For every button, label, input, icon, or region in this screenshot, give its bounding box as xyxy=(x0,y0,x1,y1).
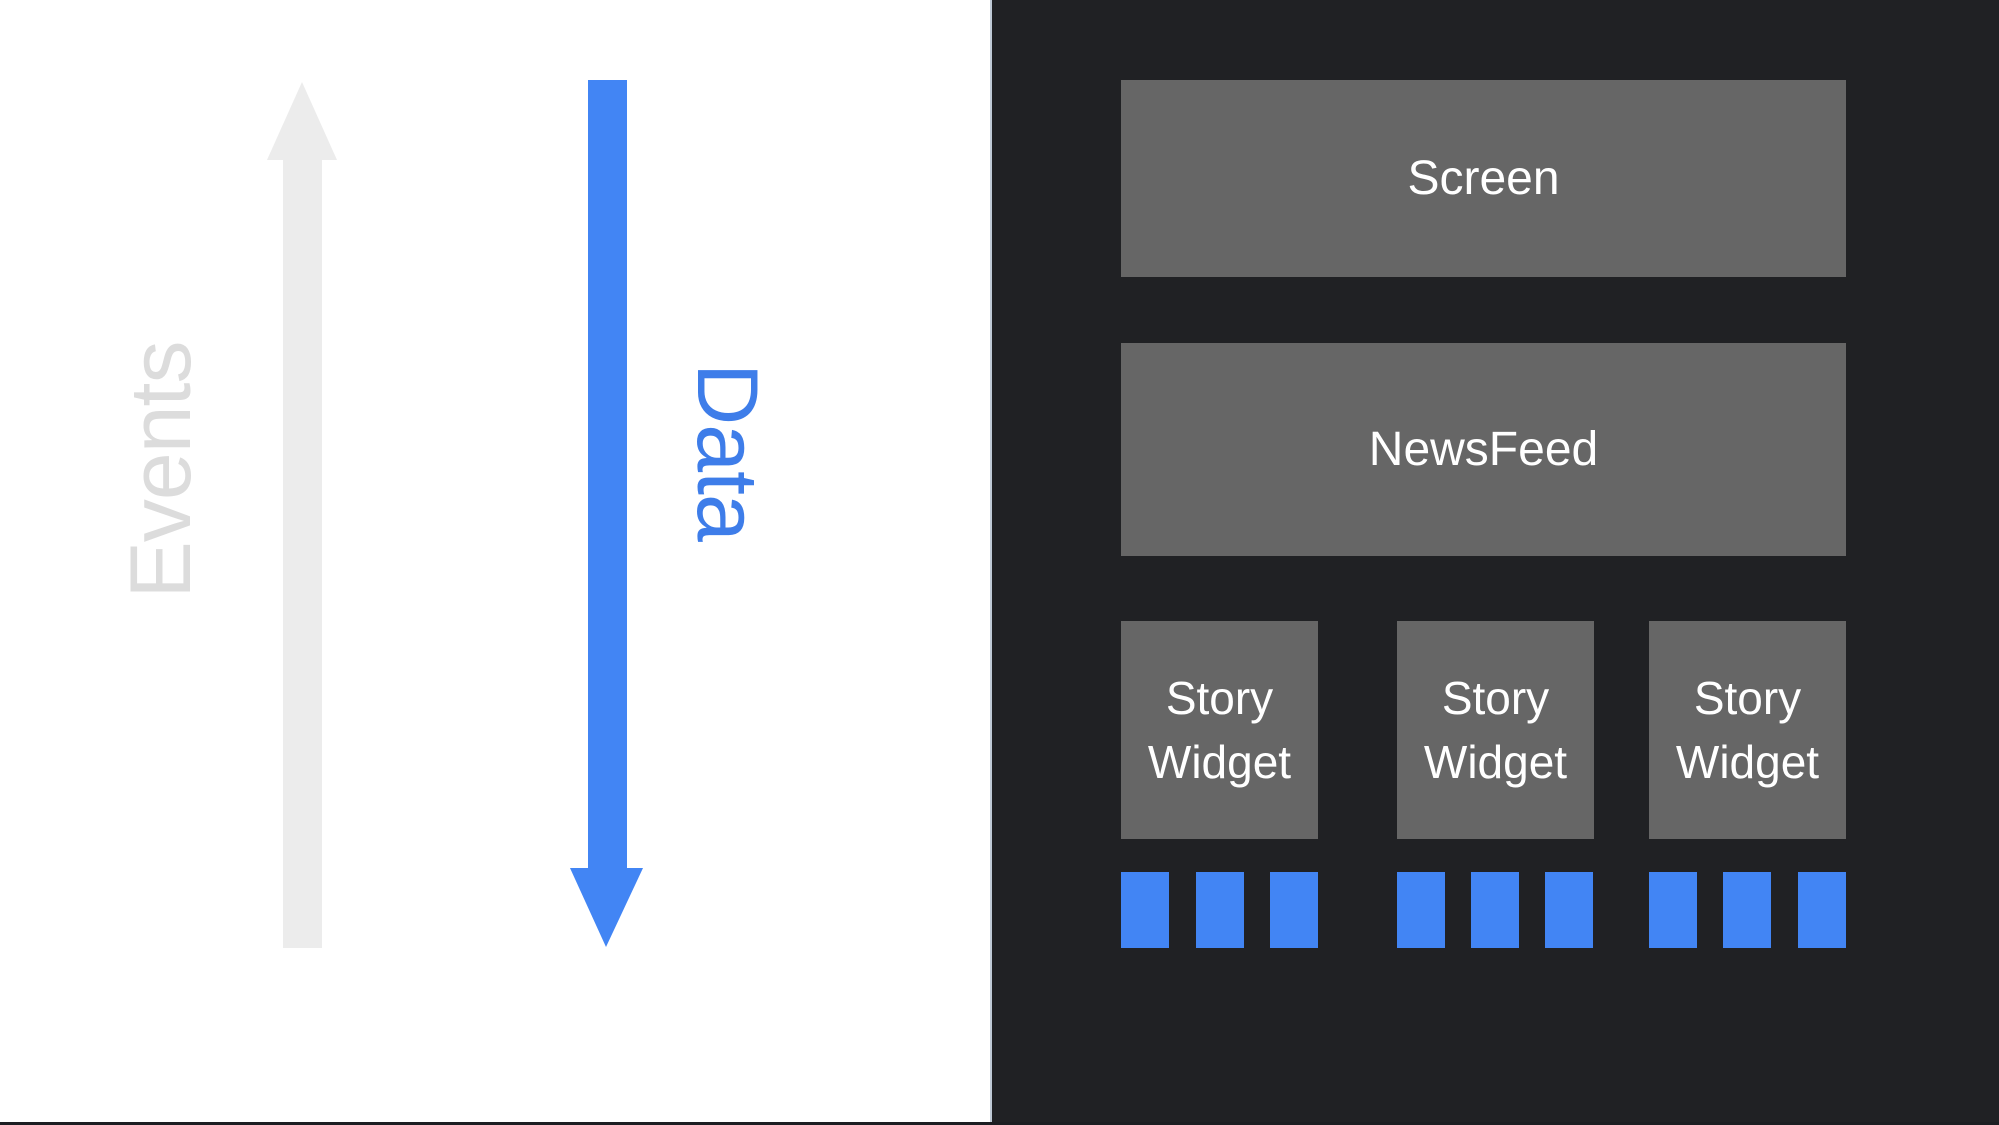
events-label: Events xyxy=(112,341,209,599)
newsfeed-widget-label: NewsFeed xyxy=(1368,423,1599,476)
story-widget-label: Story Widget xyxy=(1423,672,1568,788)
story-widget-label: Story Widget xyxy=(1675,672,1820,788)
story-widget-box: Story Widget xyxy=(1649,621,1846,839)
arrow-shaft xyxy=(588,80,627,870)
data-block xyxy=(1397,872,1445,948)
arrow-shaft xyxy=(283,158,322,948)
newsfeed-widget-box: NewsFeed xyxy=(1121,343,1846,556)
slide-bottom-border xyxy=(0,1122,1999,1125)
data-block xyxy=(1649,872,1697,948)
data-block xyxy=(1545,872,1593,948)
data-label: Data xyxy=(679,363,776,541)
screen-widget-label: Screen xyxy=(1407,152,1560,205)
data-block xyxy=(1196,872,1244,948)
data-block xyxy=(1270,872,1318,948)
data-block xyxy=(1471,872,1519,948)
story-widget-box: Story Widget xyxy=(1397,621,1594,839)
up-arrowhead-icon xyxy=(267,82,337,160)
down-arrowhead-icon xyxy=(570,868,643,947)
data-block xyxy=(1121,872,1169,948)
story-widget-label: Story Widget xyxy=(1147,672,1292,788)
data-block xyxy=(1723,872,1771,948)
story-widget-box: Story Widget xyxy=(1121,621,1318,839)
screen-widget-box: Screen xyxy=(1121,80,1846,277)
data-block xyxy=(1798,872,1846,948)
widget-tree-panel: Screen NewsFeed Story Widget Story Widge… xyxy=(990,0,1999,1125)
